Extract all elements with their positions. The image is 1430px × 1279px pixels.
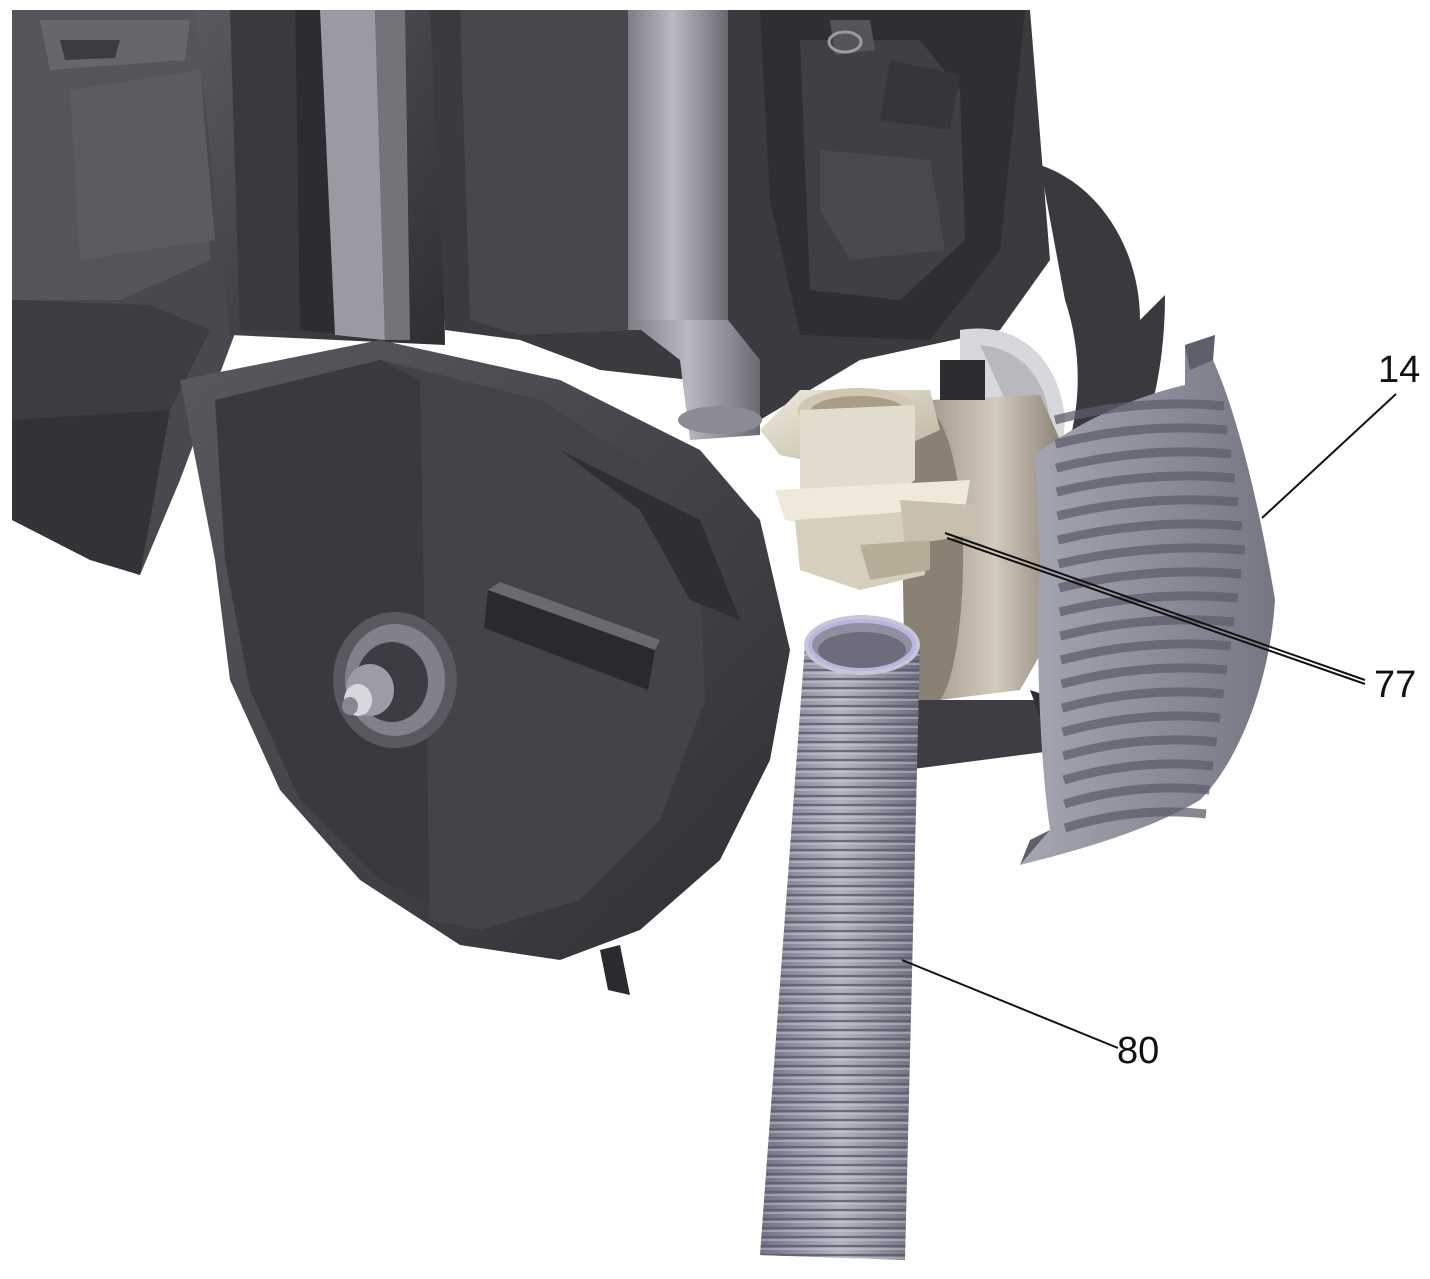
callout-77: 77 xyxy=(1374,664,1416,706)
frame-panel xyxy=(195,10,445,345)
callout-14: 14 xyxy=(1378,349,1420,391)
grille-slot xyxy=(1055,447,1232,473)
grille-slot xyxy=(1062,759,1214,785)
upper-left-housing xyxy=(12,10,240,575)
grille-slot xyxy=(1063,807,1207,833)
grille-slot xyxy=(1053,399,1225,425)
grille-slot xyxy=(1057,543,1246,569)
grille-slot xyxy=(1059,639,1232,665)
suction-bracket xyxy=(760,388,975,590)
grille-slot xyxy=(1063,783,1211,809)
leader-14 xyxy=(1261,393,1397,519)
grille-slot xyxy=(1055,471,1235,497)
grille-slot xyxy=(1061,735,1218,761)
grille-slots xyxy=(1053,399,1246,833)
callout-80: 80 xyxy=(1117,1030,1159,1072)
leader-77 xyxy=(944,532,1366,681)
main-body xyxy=(430,10,1050,420)
callout-labels: 14 77 80 xyxy=(1117,349,1420,1072)
grille-slot xyxy=(1060,663,1228,689)
grille-slot xyxy=(1058,567,1242,593)
grille-slot xyxy=(1060,687,1225,713)
wheel-cover xyxy=(180,340,790,995)
grille-slot xyxy=(1058,591,1239,617)
grille-slot xyxy=(1061,711,1221,737)
grille-slot xyxy=(1059,615,1235,641)
filter-grille xyxy=(1020,335,1275,865)
vertical-pipe xyxy=(628,10,762,440)
corrugated-hose xyxy=(760,615,920,1260)
grille-slot xyxy=(1056,495,1239,521)
leader-lines xyxy=(901,393,1397,1049)
grille-slot xyxy=(1054,423,1228,449)
leader-77b xyxy=(946,537,1366,685)
axle-hub xyxy=(333,612,457,748)
grille-slot xyxy=(1056,519,1243,545)
motor-housing xyxy=(900,360,1060,770)
leader-80 xyxy=(901,959,1119,1049)
